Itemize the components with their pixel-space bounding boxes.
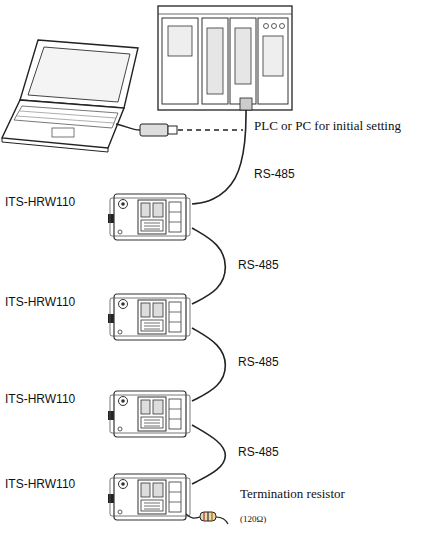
resistor-label: Termination resistor	[240, 487, 345, 502]
plc-part	[240, 98, 252, 110]
usb-cable-part	[168, 126, 177, 134]
usb-cable-part	[116, 124, 140, 130]
plc-part	[168, 26, 192, 56]
resistor-symbol-part	[216, 517, 228, 524]
edge-label: RS-485	[238, 259, 279, 273]
plc	[158, 6, 292, 110]
edge-label: RS-485	[238, 446, 279, 460]
converter-unit-part	[108, 391, 190, 437]
resistor-symbol-part	[211, 512, 212, 521]
usb-cable	[116, 124, 243, 136]
laptop-part	[20, 111, 116, 118]
plc-caption: PLC or PC for initial setting	[254, 119, 401, 134]
plc-part	[207, 28, 223, 94]
resistor-symbol	[186, 512, 228, 524]
plc-part	[280, 24, 285, 29]
converter-node: ITS-HRW110	[108, 468, 192, 526]
converter-unit	[108, 194, 190, 520]
plc-part	[258, 18, 288, 104]
rs485-cable	[192, 425, 225, 484]
device-name: ITS-HRW110	[5, 296, 75, 310]
plc-part	[202, 18, 228, 104]
plc-part	[158, 14, 292, 15]
converter-node: ITS-HRW110	[108, 288, 192, 346]
usb-cable-part	[178, 129, 243, 130]
device-name: ITS-HRW110	[5, 478, 75, 492]
plc-part	[162, 18, 198, 104]
rs485-cable	[192, 228, 225, 304]
plc-part	[235, 28, 251, 84]
converter-unit-part	[108, 474, 190, 520]
rs485-cable	[192, 110, 246, 204]
plc-part	[230, 18, 256, 104]
plc-node: PLC or PC for initial setting	[155, 4, 292, 110]
laptop-part	[52, 128, 74, 137]
resistor-value: (120Ω)	[240, 514, 266, 524]
plc-part	[158, 6, 292, 110]
laptop	[2, 40, 138, 152]
laptop-part	[20, 40, 138, 108]
resistor-symbol-part	[200, 512, 216, 521]
laptop-part	[28, 47, 130, 102]
converter-node: ITS-HRW110	[108, 188, 192, 246]
converter-node: ITS-HRW110	[108, 385, 192, 443]
resistor-symbol-part	[207, 512, 208, 521]
laptop-part	[2, 138, 108, 152]
rs485-cable	[192, 328, 225, 401]
resistor-symbol-part	[203, 512, 204, 521]
usb-cable-part	[140, 124, 168, 136]
device-name: ITS-HRW110	[5, 196, 75, 210]
edge-label: RS-485	[238, 356, 279, 370]
plc-part	[272, 24, 277, 29]
laptop-part	[14, 106, 118, 128]
plc-part	[264, 24, 269, 29]
laptop-part	[2, 100, 124, 148]
laptop-part	[17, 116, 114, 123]
plc-part	[263, 36, 283, 76]
edge-label: RS-485	[254, 168, 295, 182]
converter-unit-part	[108, 294, 190, 340]
resistor-symbol-part	[186, 514, 200, 518]
converter-unit-part	[108, 194, 190, 240]
device-name: ITS-HRW110	[5, 393, 75, 407]
